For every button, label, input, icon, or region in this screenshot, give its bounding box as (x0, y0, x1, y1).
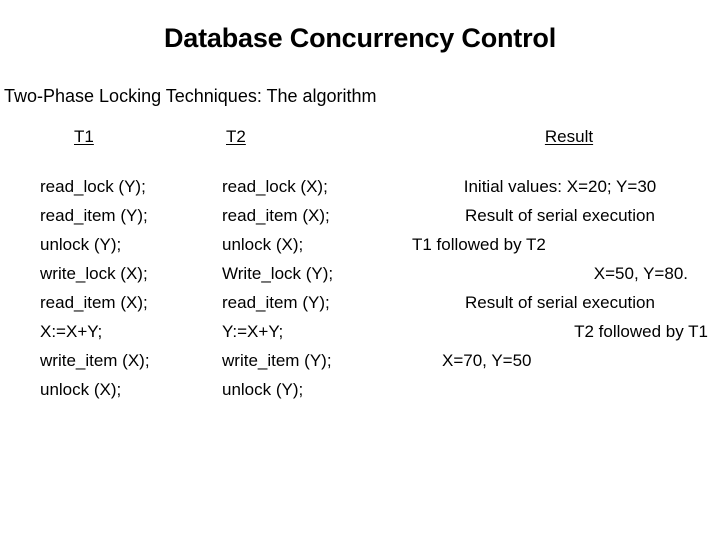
t2-step: unlock (Y); (222, 380, 304, 399)
t2-step: write_item (Y); (222, 351, 332, 370)
t2-step: read_lock (X); (222, 177, 328, 196)
t1-step: write_lock (X); (40, 264, 148, 283)
t2-step: Y:=X+Y; (222, 322, 284, 341)
column-body-t2: read_lock (X); read_item (X); unlock (X)… (222, 172, 402, 404)
t1-step: read_lock (Y); (40, 177, 146, 196)
slide-subtitle: Two-Phase Locking Techniques: The algori… (4, 86, 377, 106)
column-body-result: Initial values: X=20; Y=30 Result of ser… (410, 172, 710, 375)
t1-step: read_item (X); (40, 293, 148, 312)
t2-step: read_item (X); (222, 206, 330, 225)
t1-step: unlock (Y); (40, 235, 122, 254)
result-line: Result of serial execution (465, 293, 655, 312)
column-body-t1: read_lock (Y); read_item (Y); unlock (Y)… (36, 172, 216, 404)
result-line: T2 followed by T1 (574, 322, 708, 341)
t1-step: write_item (X); (40, 351, 150, 370)
column-header-result: Result (544, 127, 594, 146)
column-t2: T2 read_lock (X); read_item (X); unlock … (222, 126, 402, 399)
result-line: Result of serial execution (465, 206, 655, 225)
t2-step: unlock (X); (222, 235, 304, 254)
result-line: Initial values: X=20; Y=30 (463, 177, 657, 196)
t1-step: read_item (Y); (40, 206, 148, 225)
t1-step: unlock (X); (40, 380, 122, 399)
transaction-schedule-table: T1 read_lock (Y); read_item (Y); unlock … (0, 126, 720, 406)
t2-step: Write_lock (Y); (222, 264, 334, 283)
column-header-t1: T1 (74, 127, 94, 146)
result-line: X=70, Y=50 (442, 351, 532, 370)
column-header-t2: T2 (226, 127, 246, 146)
result-line: T1 followed by T2 (412, 235, 546, 254)
result-line: X=50, Y=80. (593, 264, 688, 283)
page-title: Database Concurrency Control (164, 23, 556, 53)
t1-step: X:=X+Y; (40, 322, 103, 341)
t2-step: read_item (Y); (222, 293, 330, 312)
column-t1: T1 read_lock (Y); read_item (Y); unlock … (36, 126, 216, 399)
column-result: Result Initial values: X=20; Y=30 Result… (410, 126, 710, 370)
